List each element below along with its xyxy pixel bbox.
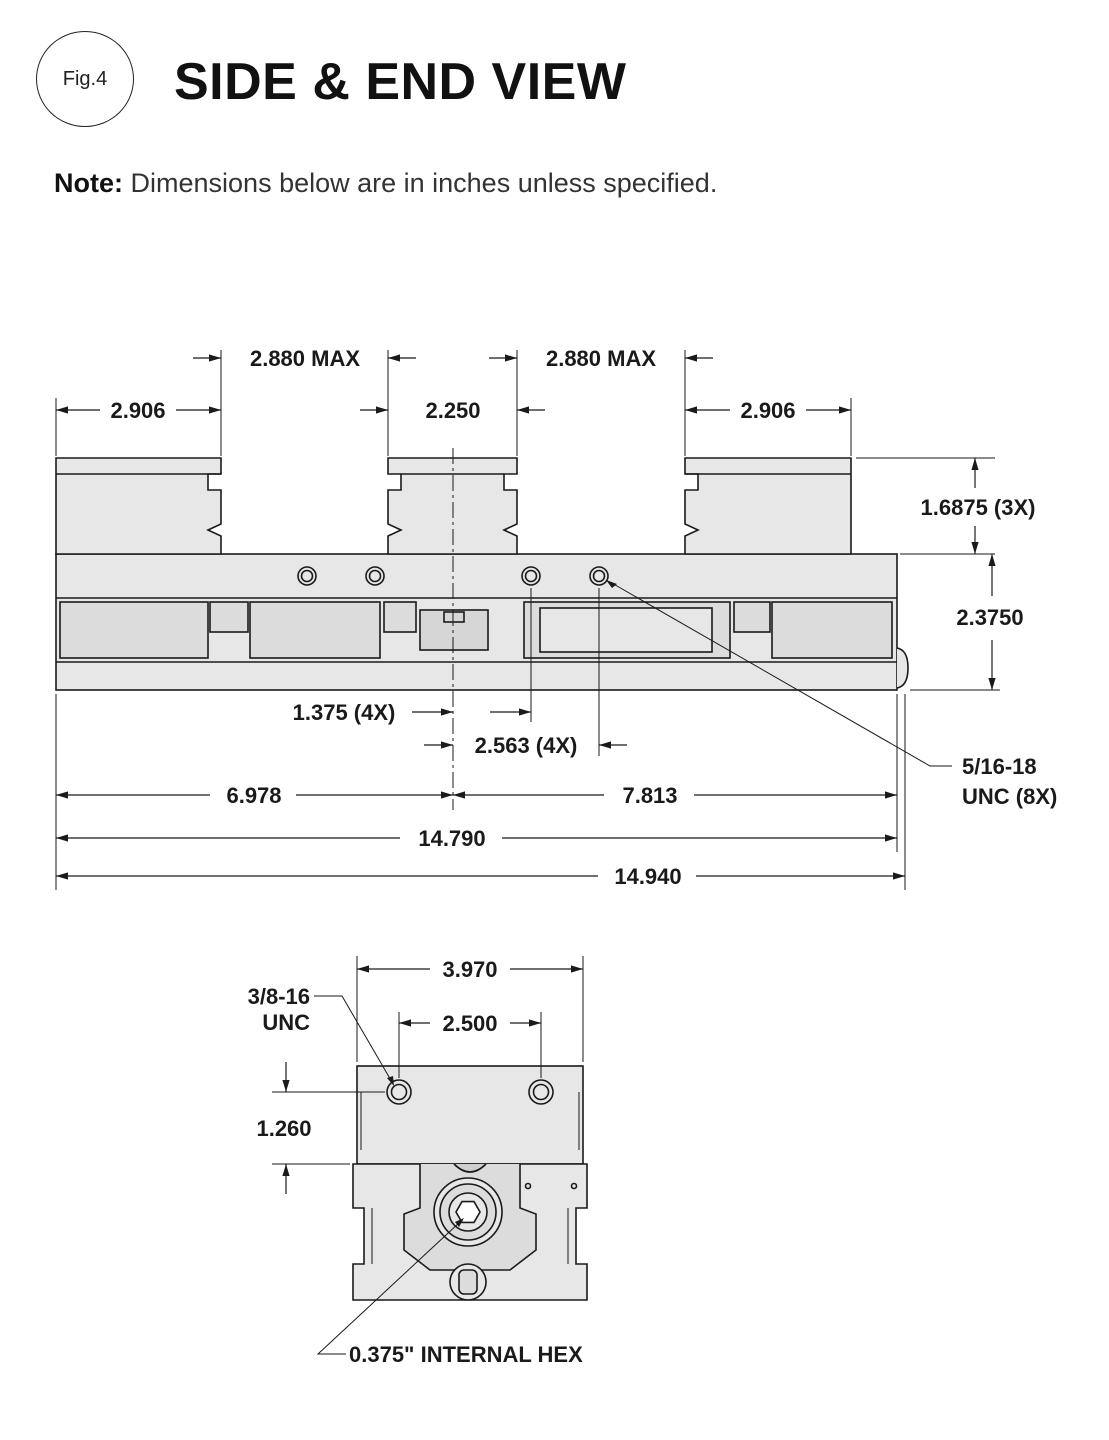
dim-end-hole-spacing: 2.500 <box>442 1011 497 1036</box>
thread-leader <box>609 581 952 767</box>
side-thread-callout-line1: 5/16-18 <box>962 754 1037 779</box>
side-view <box>55 350 1000 890</box>
dim-jaw-opening-left: 2.880 MAX <box>250 346 360 371</box>
end-view <box>272 956 588 1355</box>
dim-hole-offset-outer: 2.563 (4X) <box>475 733 578 758</box>
figure-badge: Fig.4 <box>36 31 134 127</box>
side-thread-callout-line2: UNC (8X) <box>962 784 1057 809</box>
left-jaw <box>55 457 222 555</box>
dim-hole-offset-inner: 1.375 (4X) <box>293 700 396 725</box>
dim-end-jaw-right: 2.906 <box>740 398 795 423</box>
dim-center-to-right: 7.813 <box>622 783 677 808</box>
internal-hex-icon <box>455 1200 481 1224</box>
dim-center-to-left: 6.978 <box>226 783 281 808</box>
end-thread-callout-line1: 3/8-16 <box>248 984 310 1009</box>
hex-callout: 0.375" INTERNAL HEX <box>349 1342 583 1367</box>
note: Note: Dimensions below are in inches unl… <box>54 168 717 199</box>
note-text: Dimensions below are in inches unless sp… <box>130 168 718 198</box>
dim-body-length: 14.790 <box>418 826 485 851</box>
page-title: SIDE & END VIEW <box>174 53 627 111</box>
dim-jaw-height: 1.6875 (3X) <box>921 495 1036 520</box>
end-thread-callout-line2: UNC <box>262 1010 310 1035</box>
figure-label: Fig.4 <box>62 67 108 90</box>
tapped-holes <box>297 566 609 586</box>
dim-jaw-opening-right: 2.880 MAX <box>546 346 656 371</box>
dim-body-height: 2.3750 <box>956 605 1023 630</box>
dim-end-jaw-left: 2.906 <box>110 398 165 423</box>
dim-overall-length: 14.940 <box>614 864 681 889</box>
right-jaw <box>684 457 852 555</box>
dim-end-hole-height: 1.260 <box>256 1116 311 1141</box>
dim-center-jaw: 2.250 <box>425 398 480 423</box>
dim-end-overall-width: 3.970 <box>442 957 497 982</box>
note-label: Note: <box>54 168 123 198</box>
